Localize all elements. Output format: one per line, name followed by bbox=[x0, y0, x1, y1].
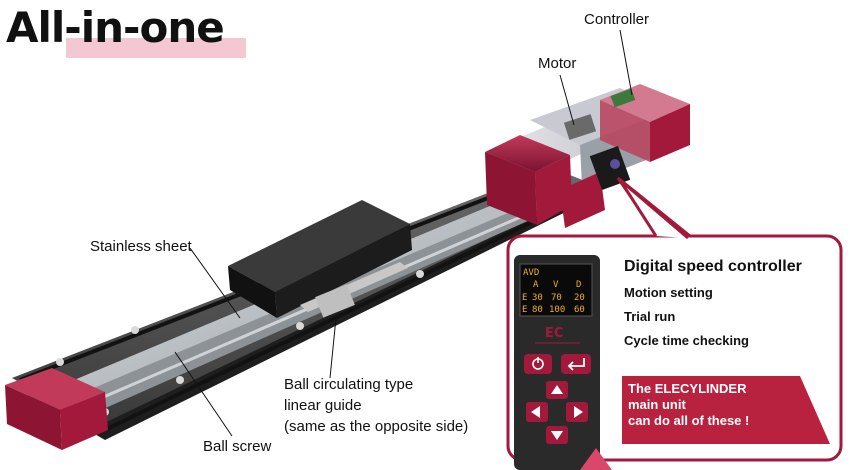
display-col-d: D bbox=[576, 280, 581, 290]
display-header: AVD bbox=[523, 268, 539, 278]
callout-item-motion-setting: Motion setting bbox=[624, 285, 713, 300]
housing-band bbox=[485, 135, 570, 172]
display-row2-d: 60 bbox=[574, 305, 585, 315]
label-controller: Controller bbox=[584, 11, 650, 28]
title-wrap: All-in-one bbox=[6, 2, 246, 58]
display-row1-v: 70 bbox=[551, 293, 562, 303]
callout-item-trial-run: Trial run bbox=[624, 309, 676, 324]
label-ball-circulating-guide: Ball circulating type linear guide (same… bbox=[284, 374, 468, 437]
display-row1-a: 30 bbox=[532, 293, 543, 303]
label-motor: Motor bbox=[538, 55, 577, 72]
banner-line1: The ELECYLINDER bbox=[628, 381, 747, 396]
label-ball-circulating-line1: Ball circulating type bbox=[284, 376, 414, 393]
controller-display bbox=[519, 263, 593, 317]
label-ball-circulating-line3: (same as the opposite side) bbox=[284, 418, 469, 435]
callout-banner bbox=[622, 376, 830, 444]
page-title: All-in-one bbox=[6, 3, 225, 52]
display-col-a: A bbox=[533, 280, 539, 290]
display-row1-d: 20 bbox=[574, 293, 585, 303]
display-row2-label: E bbox=[522, 305, 527, 315]
display-col-v: V bbox=[553, 280, 559, 290]
callout-item-cycle-time: Cycle time checking bbox=[624, 333, 749, 348]
callout-content: Digital speed controller Motion setting … bbox=[600, 252, 840, 348]
ec-logo: EC bbox=[545, 326, 563, 341]
mounting-holes bbox=[56, 270, 424, 416]
banner-line2: main unit bbox=[628, 397, 686, 412]
arrow-right-icon bbox=[574, 406, 583, 418]
arrow-down-icon bbox=[551, 431, 563, 440]
label-ball-screw: Ball screw bbox=[203, 438, 272, 455]
leader-lines bbox=[174, 29, 633, 437]
arrow-up-icon bbox=[551, 385, 563, 394]
label-ball-circulating-line2: linear guide bbox=[284, 397, 362, 414]
display-row2-v: 100 bbox=[549, 305, 565, 315]
enter-button[interactable] bbox=[561, 354, 591, 374]
banner-line3: can do all of these ! bbox=[628, 413, 750, 428]
power-button[interactable] bbox=[524, 354, 552, 374]
slider-table bbox=[228, 200, 410, 292]
banner-text: The ELECYLINDER main unit can do all of … bbox=[628, 381, 749, 429]
enter-icon bbox=[567, 358, 585, 371]
bottom-pointer bbox=[580, 448, 612, 470]
callout-title: Digital speed controller bbox=[624, 258, 802, 275]
end-cap-left bbox=[5, 368, 105, 410]
display-row1-label: E bbox=[522, 293, 527, 303]
title-highlight bbox=[66, 38, 246, 58]
label-stainless-sheet: Stainless sheet bbox=[90, 238, 192, 255]
arrow-left-icon bbox=[531, 406, 540, 418]
display-row2-a: 80 bbox=[532, 305, 543, 315]
